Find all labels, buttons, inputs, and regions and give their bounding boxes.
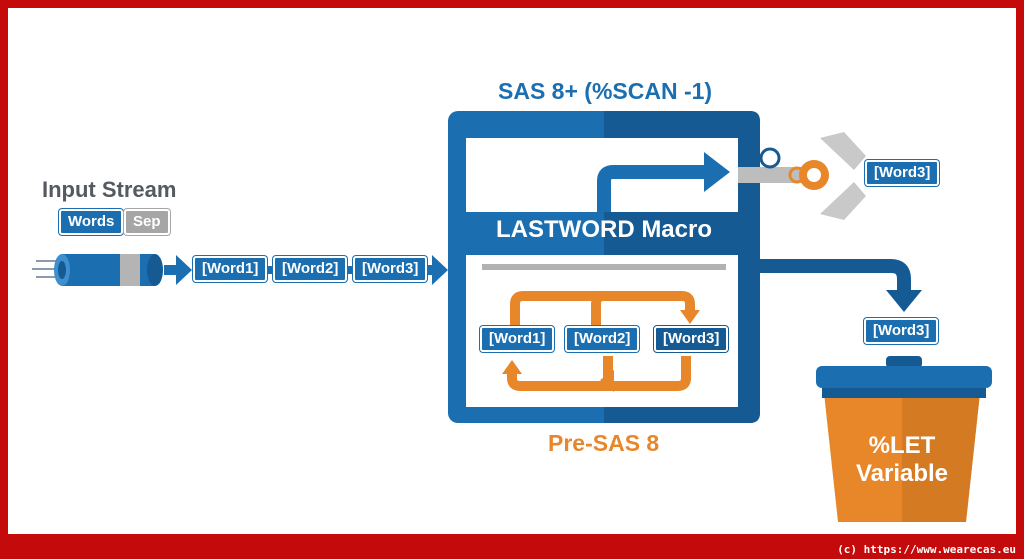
loop-arrowheads-icon <box>502 310 700 392</box>
sep-tag: Sep <box>124 209 170 235</box>
stream-token-3: [Word3] <box>353 256 428 282</box>
grabbed-token-label: [Word3] <box>874 164 931 181</box>
loop-token-label: [Word2] <box>574 330 631 347</box>
grabbed-token: [Word3] <box>865 160 940 186</box>
words-tag: Words <box>59 209 124 235</box>
stream-arrow-icon <box>164 255 448 285</box>
sas8-scan-label: SAS 8+ (%SCAN -1) <box>498 78 713 104</box>
input-stream-title: Input Stream <box>42 177 177 202</box>
output-arrow-icon <box>760 259 922 312</box>
loop-token-label: [Word1] <box>489 330 546 347</box>
scan-arrow-icon <box>597 152 730 212</box>
copyright-footer: (c) https://www.wearecas.eu <box>837 543 1016 556</box>
loop-token-2: [Word2] <box>565 326 640 352</box>
words-tag-label: Words <box>68 213 115 230</box>
dropped-token-label: [Word3] <box>873 322 930 339</box>
stream-token-label: [Word1] <box>202 260 259 277</box>
bucket-label-line2: Variable <box>855 460 949 487</box>
input-cylinder-icon <box>32 254 163 286</box>
bucket-label-line1: %LET <box>868 432 936 459</box>
diagram-canvas: Input Stream Words Sep [Word1] [Word2] [… <box>8 8 1016 534</box>
loop-token-1: [Word1] <box>480 326 555 352</box>
dropped-token: [Word3] <box>864 318 939 344</box>
loop-token-3: [Word3] <box>654 326 729 352</box>
pre-sas8-label: Pre-SAS 8 <box>548 430 660 456</box>
bucket-icon <box>816 356 992 522</box>
stream-token-2: [Word2] <box>273 256 348 282</box>
sep-tag-label: Sep <box>133 213 161 230</box>
stream-token-label: [Word3] <box>362 260 419 277</box>
macro-name: LASTWORD Macro <box>496 216 712 243</box>
stream-token-label: [Word2] <box>282 260 339 277</box>
stream-token-1: [Word1] <box>193 256 268 282</box>
claw-icon <box>738 132 866 220</box>
loop-token-label: [Word3] <box>663 330 720 347</box>
